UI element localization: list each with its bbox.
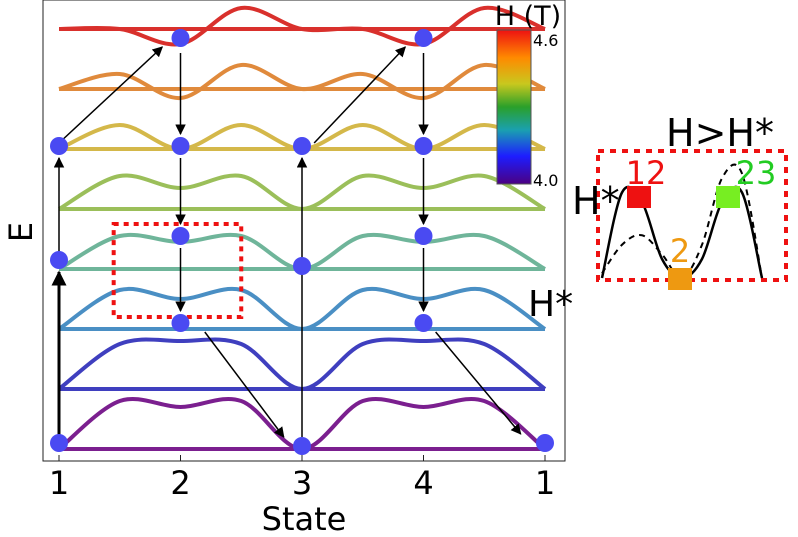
state-point-12: [414, 227, 433, 245]
x-tick-label-0: 1: [49, 464, 69, 502]
inset-label-23: 23: [736, 154, 777, 192]
inset-curve-dashed: [601, 163, 763, 279]
threshold-label: H*: [528, 284, 573, 325]
transition-arrow-12: [435, 331, 522, 435]
state-point-11: [414, 137, 433, 155]
x-tick-label-2: 3: [292, 464, 312, 502]
curve-level-7: [58, 5, 546, 47]
inset-label-hstar: H*: [572, 179, 620, 223]
state-point-10: [414, 29, 433, 47]
state-point-7: [293, 437, 311, 455]
colorbar-title: H (T): [495, 1, 561, 32]
inset-title-above: H>H*: [666, 111, 774, 155]
inset-state-23-marker: [716, 186, 740, 208]
x-tick-label-4: 1: [535, 464, 555, 502]
inset-state-12-marker: [627, 186, 651, 208]
colorbar: H (T) 4.6 4.0: [495, 1, 561, 190]
curve-level-6: [58, 62, 546, 101]
plot-frame: [42, 0, 566, 462]
transition-arrow-6: [204, 331, 285, 438]
state-point-13: [414, 314, 433, 332]
state-point-6: [171, 314, 190, 332]
colorbar-gradient: [496, 29, 532, 185]
colorbar-max-label: 4.6: [533, 31, 558, 50]
state-point-14: [536, 434, 554, 452]
colorbar-min-label: 4.0: [533, 171, 558, 190]
state-point-5: [171, 227, 190, 245]
inset-state-2-marker: [668, 268, 692, 290]
x-tick-label-1: 2: [170, 464, 190, 502]
transition-arrow-2: [58, 46, 164, 144]
state-point-1: [50, 251, 68, 269]
x-ticks: 1 2 3 4 1: [49, 455, 555, 502]
state-point-0: [50, 434, 68, 452]
inset-label-2: 2: [670, 232, 690, 270]
state-point-2: [50, 137, 68, 155]
x-axis-label: State: [262, 500, 347, 537]
inset-label-12: 12: [626, 154, 667, 192]
arrows-layer: [51, 46, 522, 443]
state-point-4: [171, 137, 190, 155]
transition-arrow-8: [313, 46, 406, 144]
x-tick-label-3: 4: [413, 464, 433, 502]
state-point-9: [293, 137, 311, 155]
state-point-3: [171, 29, 190, 47]
state-point-8: [293, 257, 311, 275]
inset: 12 2 23 H>H* H*: [572, 111, 788, 290]
y-axis-label: E: [2, 222, 40, 242]
points-layer: [50, 29, 554, 455]
